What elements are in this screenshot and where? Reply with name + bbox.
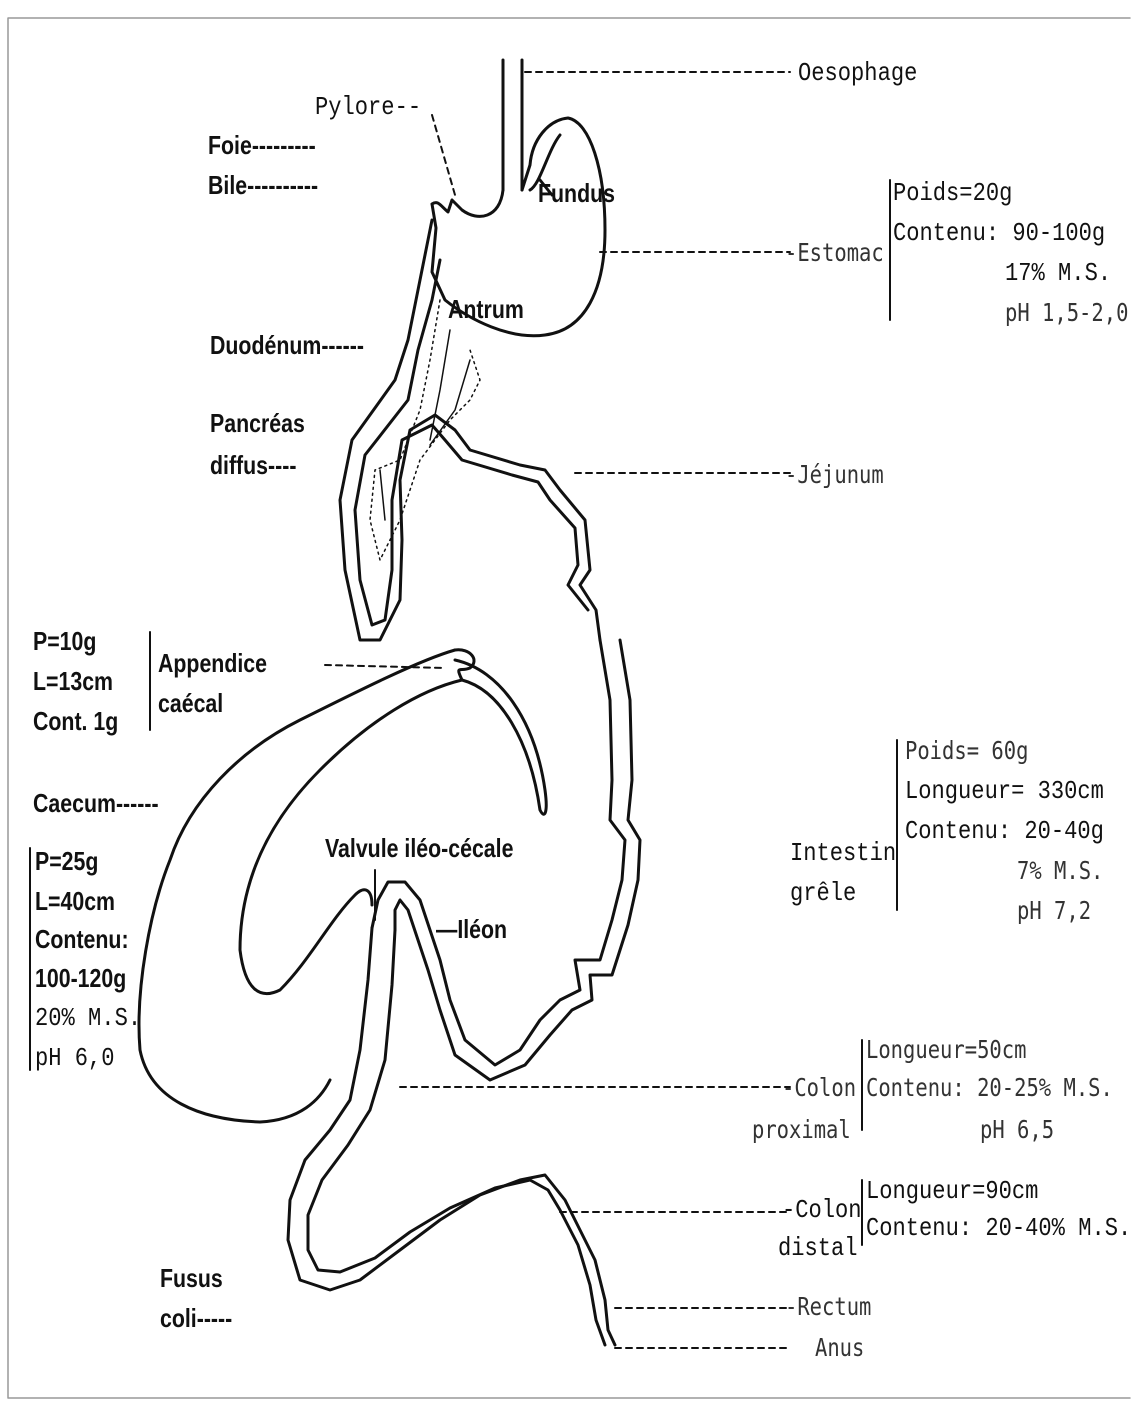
label-duodenum: Duodénum------	[210, 332, 364, 358]
colon-proximal-info-line: pH 6,5	[980, 1117, 1054, 1142]
colon-proximal-info-line: Longueur=50cm	[866, 1037, 1026, 1062]
label-valvule: Valvule iléo-cécale	[325, 835, 513, 861]
oesophagus-outline	[503, 60, 522, 190]
label-caecal: caécal	[158, 690, 223, 716]
intestin-info-line: Longueur= 330cm	[905, 778, 1104, 804]
label-anus: Anus	[815, 1335, 864, 1360]
label-antrum: Antrum	[448, 296, 524, 322]
label-diffus: diffus----	[210, 452, 296, 478]
label-colon-proximal-1: -Colon	[782, 1075, 856, 1100]
label-foie: Foie---------	[208, 132, 316, 158]
label-pancreas: Pancréas	[210, 410, 305, 436]
colon-proximal-info-line: Contenu: 20-25% M.S.	[866, 1075, 1113, 1100]
intestin-info-line: Poids= 60g	[905, 738, 1028, 763]
label-coli: coli-----	[160, 1305, 232, 1331]
colon-outline-outer	[288, 928, 615, 1345]
colon-distal-info-line: Longueur=90cm	[866, 1178, 1038, 1204]
caecum-info-line: pH 6,0	[35, 1045, 115, 1071]
caecum-info-line: Contenu:	[35, 926, 129, 952]
label-fusus: Fusus	[160, 1265, 223, 1291]
intestin-info-line: Contenu: 20-40g	[905, 818, 1104, 844]
label-pylore: Pylore--	[315, 94, 421, 120]
colon-distal-info-line: Contenu: 20-40% M.S.	[866, 1215, 1131, 1241]
label-caecum: Caecum------	[33, 790, 159, 816]
appendix-info-line: P=10g	[33, 628, 96, 654]
label-colon-proximal-2: proximal	[752, 1117, 851, 1142]
caecum-info-line: 100-120g	[35, 965, 126, 991]
label-fundus: Fundus	[538, 180, 615, 206]
label-ileon: —Iléon	[436, 916, 507, 942]
stomach-info-line: Poids=20g	[893, 180, 1012, 206]
label-jejunum: -Jéjunum	[785, 462, 884, 487]
label-colon-distal-2: distal	[778, 1235, 858, 1261]
appendix-info-line: L=13cm	[33, 668, 113, 694]
label-appendice: Appendice	[158, 650, 267, 676]
stomach-info-line: pH 1,5-2,0	[1005, 300, 1128, 325]
intestin-info-line: 7% M.S.	[1017, 858, 1103, 883]
intestin-info-line: pH 7,2	[1017, 898, 1091, 923]
label-oesophage: Oesophage	[798, 60, 917, 86]
appendix-outline	[455, 650, 474, 680]
label-estomac: -Estomac	[785, 240, 884, 265]
stomach-info-line: 17% M.S.	[1005, 260, 1111, 286]
stomach-info-line: Contenu: 90-100g	[893, 220, 1105, 246]
caecum-info-line: P=25g	[35, 848, 98, 874]
duodenum-outline	[340, 220, 600, 640]
label-bile: Bile----------	[208, 172, 318, 198]
caecum-inner	[455, 660, 546, 814]
label-rectum: -Rectum	[785, 1294, 871, 1319]
label-colon-distal-1: -Colon	[782, 1197, 862, 1223]
label-grele: grêle	[790, 880, 856, 906]
label-intestin: Intestin	[790, 840, 896, 866]
caecum-info-line: 20% M.S.	[35, 1005, 141, 1031]
caecum-info-line: L=40cm	[35, 888, 115, 914]
appendix-info-line: Cont. 1g	[33, 708, 118, 734]
